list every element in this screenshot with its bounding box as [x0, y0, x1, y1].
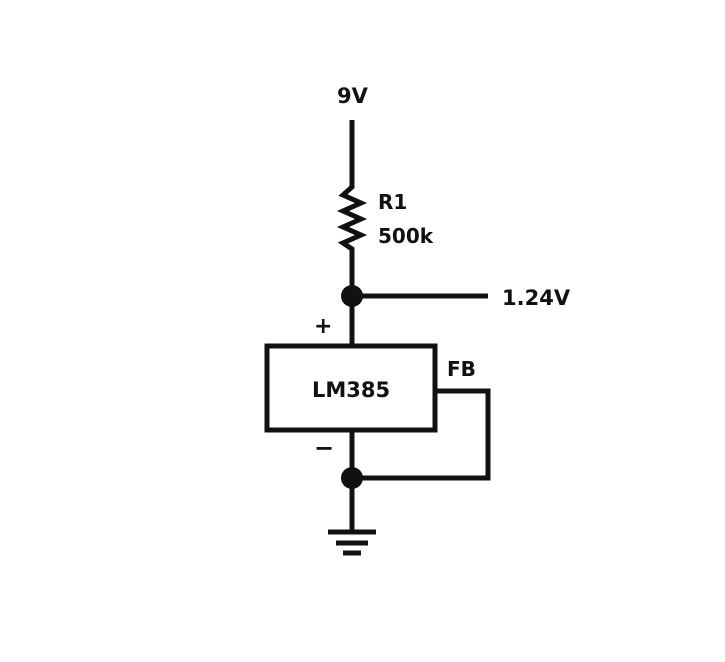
resistor-ref-label: R1	[378, 190, 407, 214]
resistor-r1-symbol	[336, 180, 368, 256]
ground-icon	[328, 529, 376, 556]
device-name-label: LM385	[312, 378, 390, 402]
ground-junction-node	[341, 467, 363, 489]
minus-pin-label: −	[314, 434, 334, 462]
fb-pin-label: FB	[447, 357, 476, 381]
output-voltage-label: 1.24V	[502, 286, 571, 310]
feedback-wire	[352, 388, 491, 481]
resistor-value-label: 500k	[378, 224, 434, 248]
supply-voltage-label: 9V	[337, 84, 369, 108]
plus-pin-label: +	[314, 314, 332, 339]
